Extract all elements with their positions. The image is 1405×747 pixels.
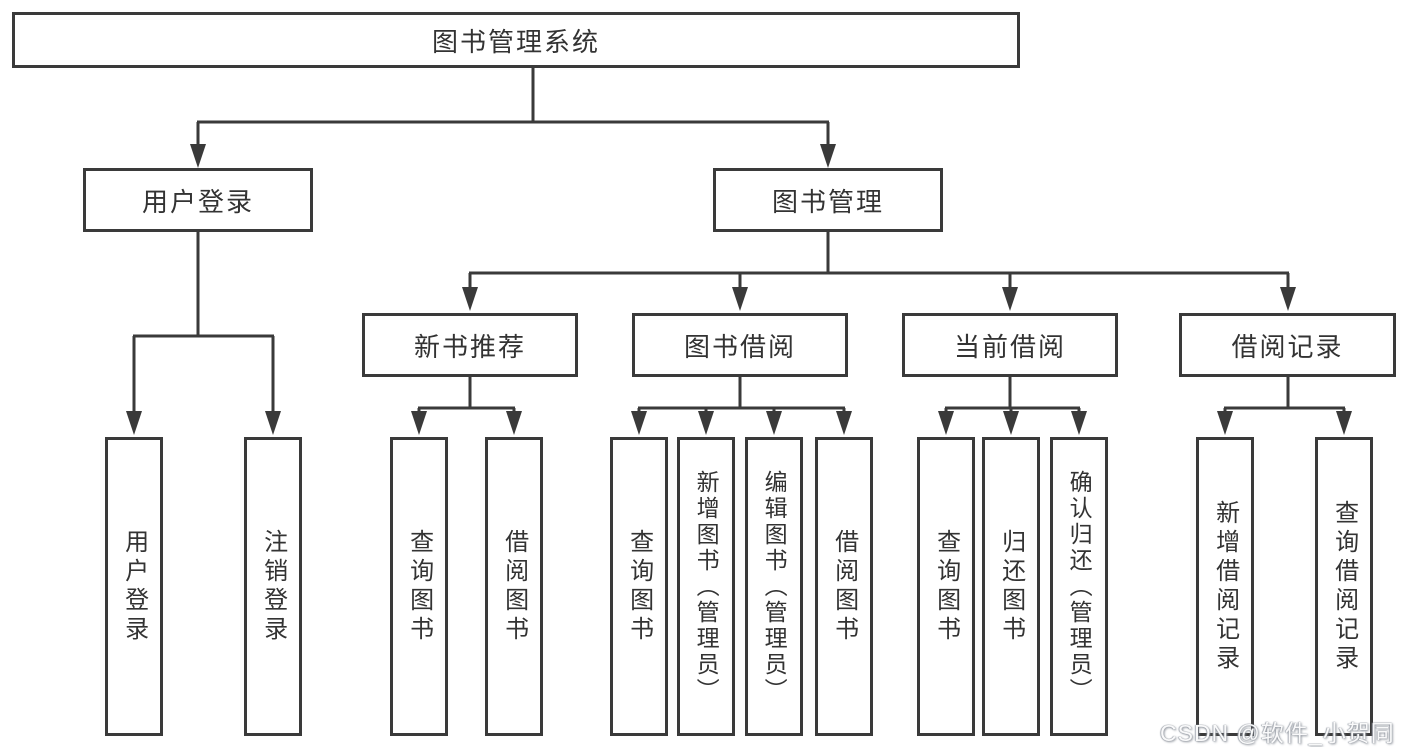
- node-borrow-records-label: 借阅记录: [1231, 331, 1344, 362]
- node-user-login: 用户登录: [83, 168, 313, 232]
- leaf-user-login-label: 用户登录: [120, 528, 148, 645]
- node-book-management: 图书管理: [713, 168, 943, 232]
- leaf-return-books: 归还图书: [982, 437, 1040, 736]
- leaf-query-borrow-record: 查询借阅记录: [1315, 437, 1373, 736]
- leaf-add-borrow-record-label: 新增借阅记录: [1211, 499, 1239, 674]
- leaf-add-books-admin: 新增图书（管理员）: [677, 437, 735, 736]
- node-book-management-label: 图书管理: [771, 186, 884, 217]
- leaf-query-books-2-label: 查询图书: [625, 528, 653, 645]
- leaf-borrow-books-1-label: 借阅图书: [500, 528, 528, 645]
- leaf-add-borrow-record: 新增借阅记录: [1196, 437, 1254, 736]
- leaf-confirm-return-admin: 确认归还（管理员）: [1050, 437, 1108, 736]
- leaf-query-books-3-label: 查询图书: [932, 528, 960, 645]
- node-new-book-recommend: 新书推荐: [362, 313, 578, 377]
- leaf-query-borrow-record-label: 查询借阅记录: [1330, 499, 1358, 674]
- leaf-logout-label: 注销登录: [259, 528, 287, 645]
- node-borrow-records: 借阅记录: [1179, 313, 1396, 377]
- leaf-borrow-books-1: 借阅图书: [485, 437, 543, 736]
- leaf-user-login: 用户登录: [105, 437, 163, 736]
- leaf-borrow-books-2: 借阅图书: [815, 437, 873, 736]
- node-root-label: 图书管理系统: [431, 26, 600, 57]
- leaf-add-books-admin-label: 新增图书（管理员）: [693, 469, 720, 704]
- node-book-borrow: 图书借阅: [632, 313, 848, 377]
- node-user-login-label: 用户登录: [141, 186, 254, 217]
- leaf-query-books-1-label: 查询图书: [405, 528, 433, 645]
- leaf-logout: 注销登录: [244, 437, 302, 736]
- arrowheads: [126, 144, 1352, 435]
- leaf-edit-books-admin: 编辑图书（管理员）: [745, 437, 803, 736]
- node-new-book-recommend-label: 新书推荐: [413, 331, 526, 362]
- leaf-borrow-books-2-label: 借阅图书: [830, 528, 858, 645]
- leaf-query-books-3: 查询图书: [917, 437, 975, 736]
- node-root: 图书管理系统: [12, 12, 1020, 68]
- node-book-borrow-label: 图书借阅: [683, 331, 796, 362]
- csdn-watermark: CSDN @软件_小贺同学: [1160, 720, 1395, 746]
- leaf-return-books-label: 归还图书: [997, 528, 1025, 645]
- node-current-borrow: 当前借阅: [902, 313, 1118, 377]
- node-current-borrow-label: 当前借阅: [953, 331, 1066, 362]
- leaf-query-books-1: 查询图书: [390, 437, 448, 736]
- leaf-edit-books-admin-label: 编辑图书（管理员）: [761, 469, 788, 704]
- leaf-confirm-return-admin-label: 确认归还（管理员）: [1066, 469, 1093, 704]
- leaf-query-books-2: 查询图书: [610, 437, 668, 736]
